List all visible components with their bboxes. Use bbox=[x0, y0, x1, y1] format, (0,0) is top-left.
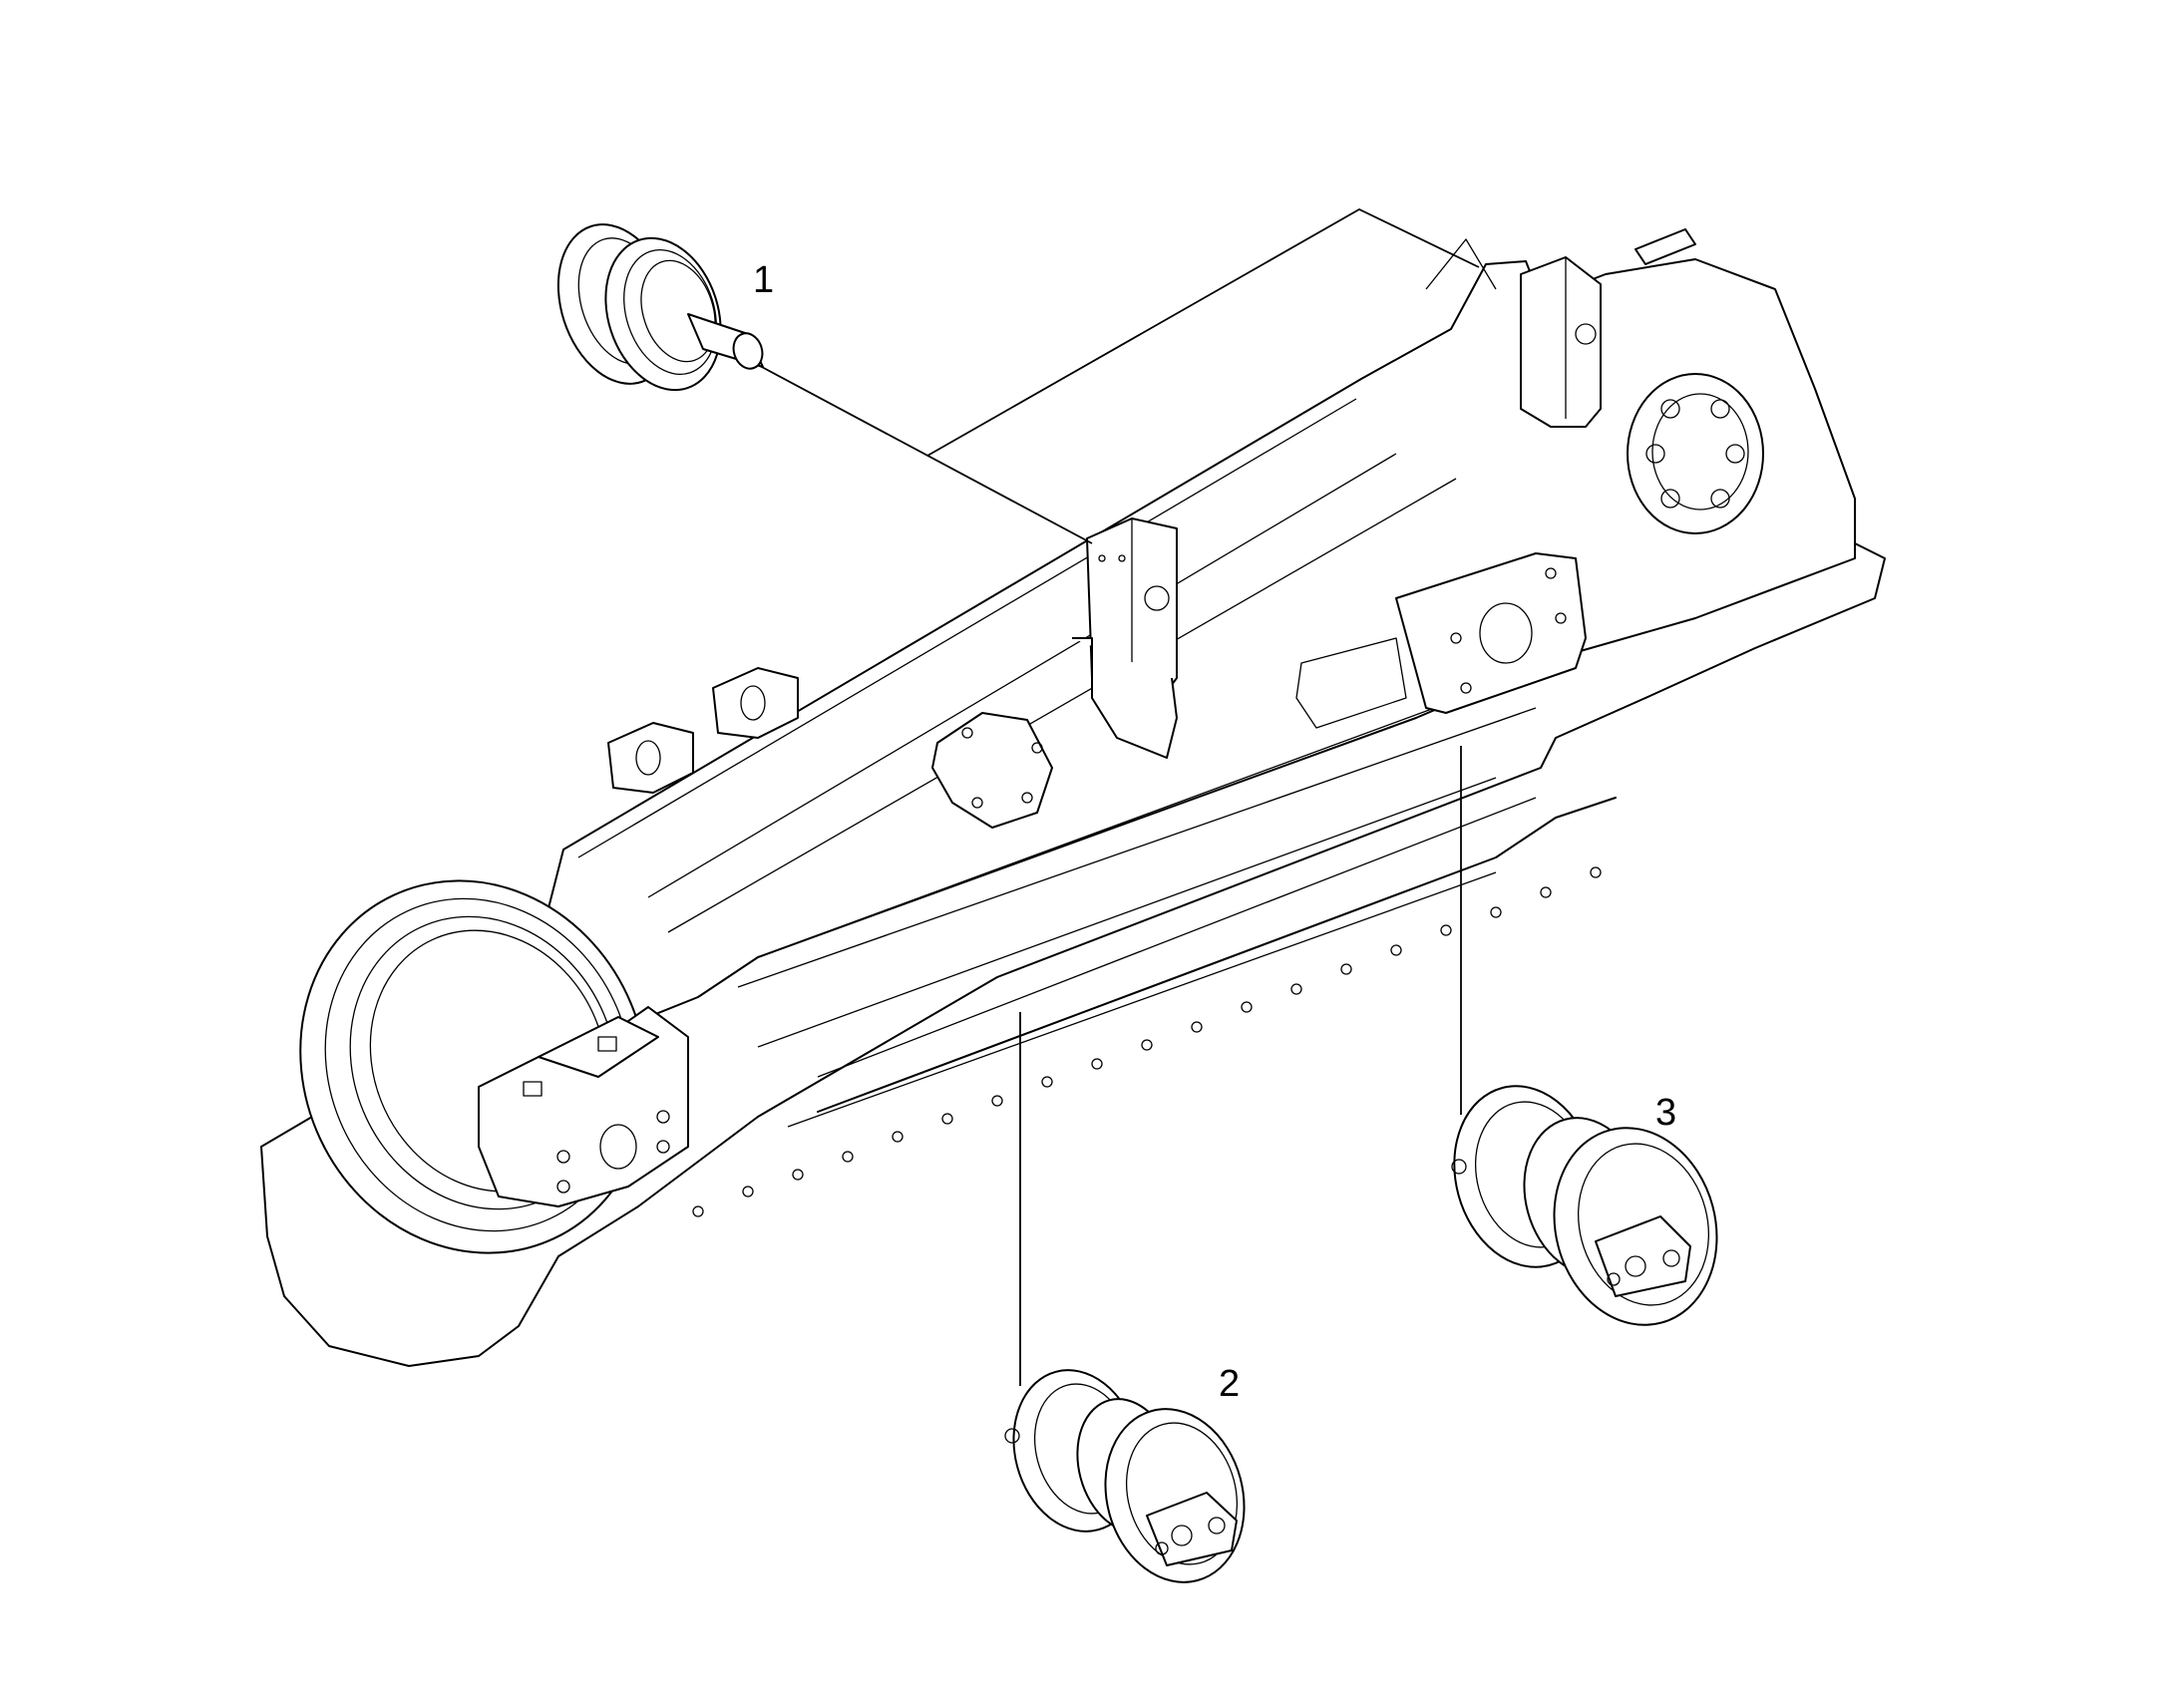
carrier-roller-bracket-front bbox=[1072, 517, 1178, 759]
callout-label-1: 1 bbox=[753, 259, 774, 301]
part-1-carrier-roller bbox=[556, 223, 764, 392]
leader-line-1-apex bbox=[926, 207, 1480, 457]
leader-lines bbox=[759, 207, 1480, 1386]
callout-label-3: 3 bbox=[1655, 1092, 1676, 1134]
access-cover bbox=[931, 712, 1053, 829]
callout-label-2: 2 bbox=[1219, 1363, 1240, 1405]
bolt-row bbox=[692, 866, 1602, 1217]
part-2-track-roller bbox=[1004, 1369, 1246, 1583]
idler-bearing-block bbox=[478, 1006, 689, 1207]
mounting-plate bbox=[1295, 552, 1587, 729]
rear-drive-hub bbox=[1425, 228, 1764, 534]
frame-lugs bbox=[607, 667, 799, 794]
carrier-roller-bracket-rear bbox=[1520, 256, 1602, 428]
leader-line-1 bbox=[759, 365, 1093, 544]
part-3-track-roller bbox=[1451, 1085, 1718, 1326]
